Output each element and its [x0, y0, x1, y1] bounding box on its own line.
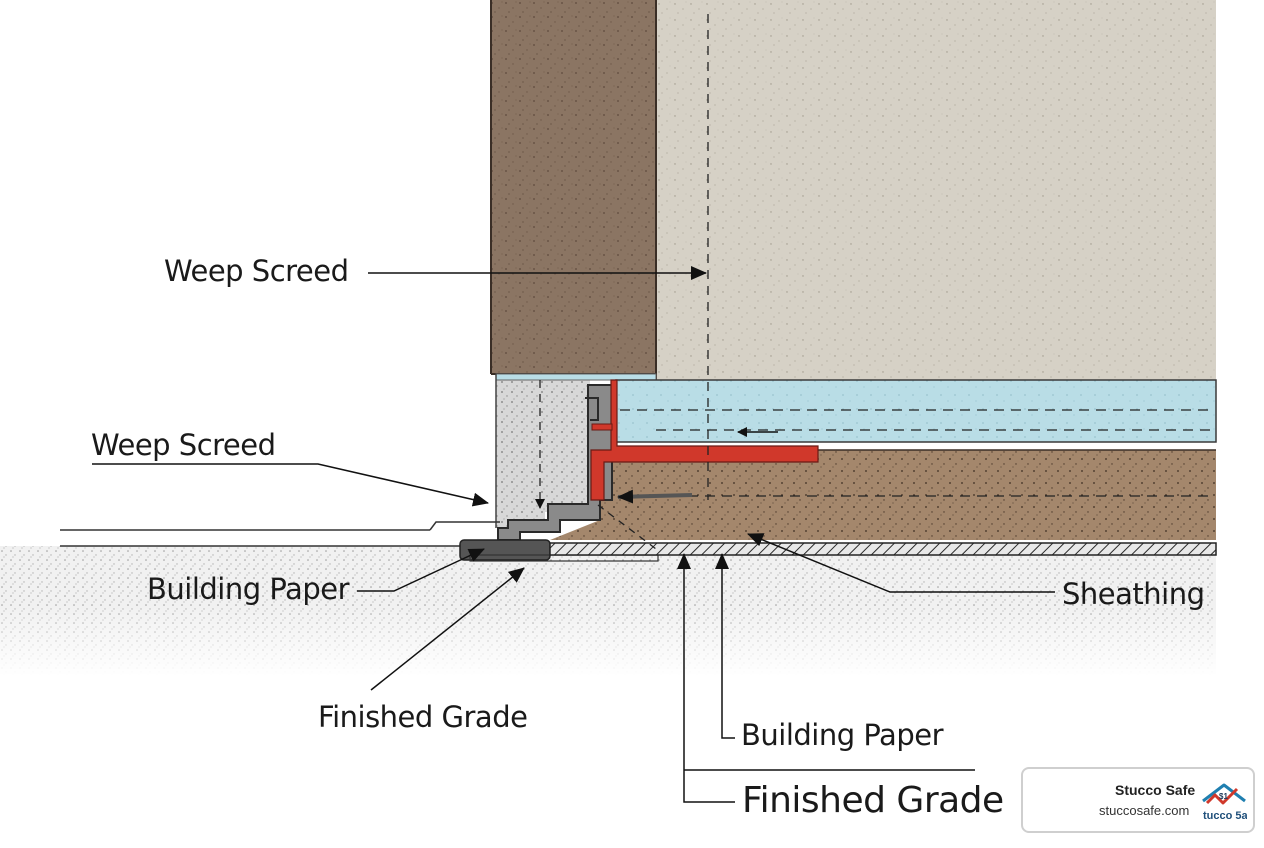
flow-arrows [617, 427, 778, 504]
brand-badge[interactable]: Stucco Safe stuccosafe.com $1 tucco 5af [1021, 767, 1255, 833]
label-weep-screed-top: Weep Screed [164, 254, 349, 288]
label-building-paper-left: Building Paper [147, 572, 350, 606]
svg-text:$1: $1 [1219, 792, 1228, 801]
leader-lines [92, 266, 1055, 803]
label-sheathing: Sheathing [1062, 577, 1205, 611]
brand-name: Stucco Safe [1115, 782, 1196, 798]
stucco-wall [656, 0, 1216, 382]
svg-text:tucco 5af: tucco 5af [1203, 810, 1247, 822]
label-finished-grade-mid: Finished Grade [318, 700, 528, 734]
concrete-foundation [495, 373, 657, 528]
red-flashing [590, 379, 819, 501]
wall-column [490, 0, 657, 382]
stucco-safe-logo-icon: $1 tucco 5af [1202, 783, 1247, 822]
base-layer [550, 449, 1216, 540]
brand-url: stuccosafe.com [1099, 803, 1190, 818]
label-weep-screed-left: Weep Screed [91, 428, 276, 462]
drainage-layer [615, 379, 1217, 443]
ground-soil [0, 546, 1216, 676]
label-finished-grade-bottom: Finished Grade [742, 780, 1004, 821]
grade-line [60, 521, 1217, 562]
label-building-paper-bottom: Building Paper [741, 718, 944, 752]
dashed-guides [535, 14, 709, 553]
